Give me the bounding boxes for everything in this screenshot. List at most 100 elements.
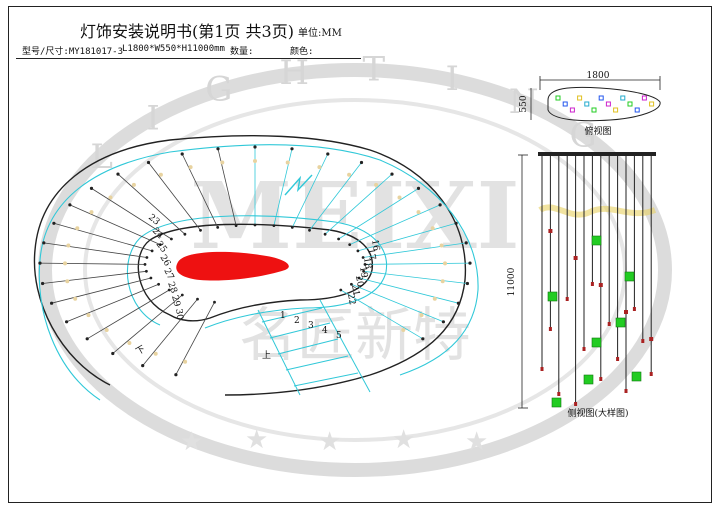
rod-cap [540, 367, 544, 371]
baluster [38, 261, 42, 265]
watermark-letter: L [90, 137, 113, 177]
rod-cap [582, 347, 586, 351]
header-rule [16, 58, 361, 59]
green-pendant [631, 371, 642, 382]
step-light [432, 296, 437, 301]
stair-tread [324, 173, 393, 235]
tread [261, 307, 323, 323]
step-number: 27 [161, 267, 175, 282]
step-number: 4 [322, 326, 328, 336]
step-light [86, 313, 91, 318]
fixture-marker [555, 95, 561, 101]
baluster [348, 243, 352, 247]
fixture-marker [584, 101, 590, 107]
tread [277, 338, 339, 355]
fixture-marker [649, 101, 655, 107]
step-light [158, 172, 163, 177]
baluster [180, 293, 184, 297]
baluster [253, 223, 257, 227]
star-icon: ★ [245, 425, 268, 455]
baluster [356, 249, 360, 253]
watermark-cn: 名匠新特 [239, 301, 471, 369]
fixture-marker [598, 95, 604, 101]
stair-tread [357, 222, 457, 252]
baluster [359, 160, 364, 165]
baluster [290, 147, 294, 151]
side-view-caption: 侧视图(大样图) [567, 407, 628, 419]
baluster [357, 276, 361, 280]
stair-tread [291, 153, 329, 228]
stair-tread [51, 277, 151, 304]
watermark-ring [38, 63, 672, 477]
green-pendant [551, 397, 562, 408]
star-icon: ★ [180, 427, 203, 457]
baluster [89, 186, 94, 190]
baluster [143, 263, 147, 266]
step-number: 30 [173, 308, 185, 321]
baluster [421, 337, 425, 341]
baluster [145, 256, 149, 259]
baluster [141, 364, 145, 368]
baluster [170, 237, 173, 241]
step-light [253, 159, 257, 163]
step-light [104, 328, 109, 332]
green-pendant [591, 337, 602, 348]
watermark-letter: H [279, 53, 309, 93]
fixture-marker [562, 101, 568, 107]
watermark-letter: T [362, 49, 385, 89]
baluster [468, 261, 472, 265]
step-light [131, 182, 136, 187]
watermark-letter: G [570, 116, 597, 156]
stair-tread [53, 222, 153, 252]
step-light [416, 210, 421, 215]
green-pendant [624, 271, 635, 282]
step-number: 19 [357, 266, 369, 279]
star-icon: ★ [318, 427, 341, 457]
baluster [363, 263, 367, 266]
stair-tread [363, 270, 468, 284]
flight-edge [319, 299, 371, 393]
baluster [146, 160, 151, 165]
rod-marker [573, 256, 578, 260]
baluster [339, 288, 343, 292]
step-light [127, 341, 132, 345]
light-band [538, 204, 657, 218]
star-icon: ★ [392, 425, 415, 455]
baluster [149, 276, 153, 280]
drawing-frame [8, 6, 712, 503]
red-center-shape [176, 251, 289, 281]
baluster [68, 203, 72, 207]
baluster [272, 224, 276, 228]
baluster [199, 228, 202, 232]
fixture-marker [620, 95, 626, 101]
height-dimension: 11000 [507, 267, 517, 296]
baluster [216, 147, 220, 151]
top-view-outline [547, 86, 661, 122]
baluster [167, 288, 171, 292]
baluster [111, 351, 115, 356]
fixture-marker [591, 107, 597, 113]
baluster [174, 373, 178, 377]
baluster [290, 226, 294, 229]
stair-tread [349, 204, 441, 245]
step-light [374, 182, 379, 187]
step-number: 2 [294, 316, 300, 326]
stair-tread [117, 173, 186, 235]
stair-tread [112, 294, 183, 354]
rod-marker [624, 310, 628, 314]
rod-cap [557, 392, 561, 396]
model-label: 型号/尺寸:MY181017-3 [22, 47, 124, 57]
rod-cap [649, 372, 653, 376]
step-light [443, 261, 447, 266]
rod-cap [632, 307, 636, 311]
stair-tread [175, 302, 215, 375]
pendant-rods [540, 156, 654, 408]
outer-rail [33, 135, 467, 396]
rod-marker [548, 229, 553, 233]
stair-tread [309, 162, 362, 231]
baluster [454, 221, 458, 225]
break-line [284, 174, 313, 196]
